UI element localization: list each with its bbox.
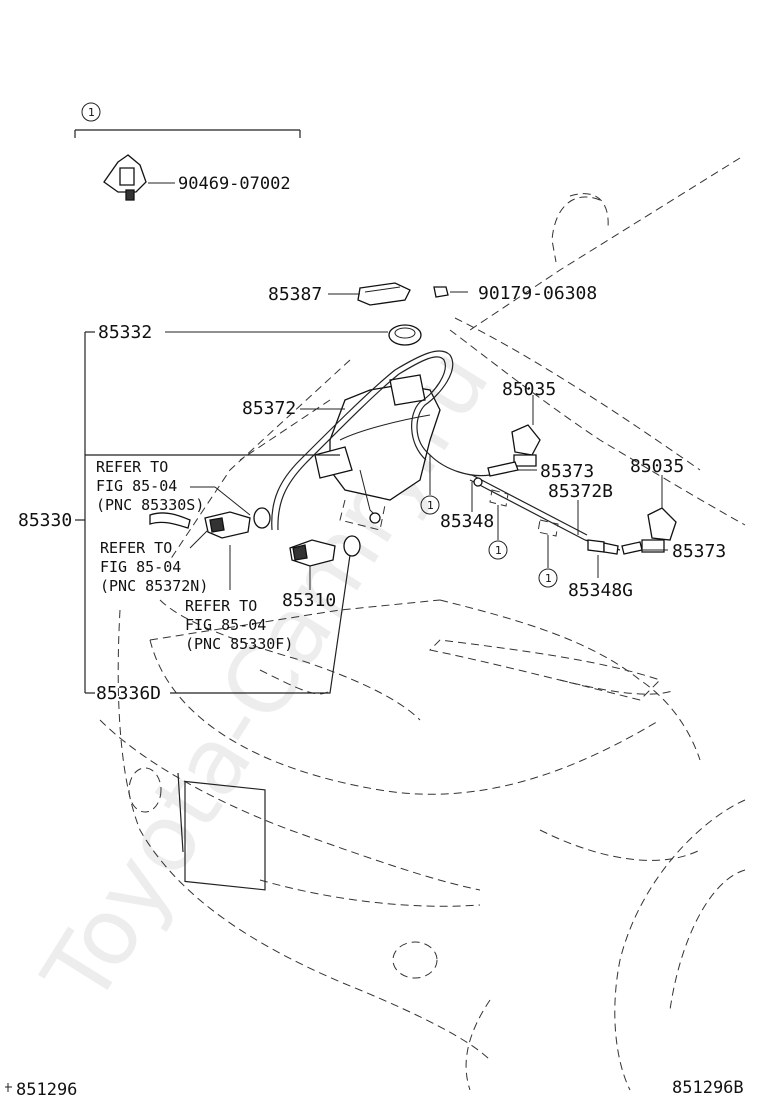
- label-85372: 85372: [242, 398, 296, 419]
- nozzle-85035-b-icon: [641, 507, 677, 553]
- connector-85373-b-icon: [621, 541, 643, 555]
- label-85310: 85310: [282, 590, 336, 611]
- label-85373-b: 85373: [672, 541, 726, 562]
- svg-text:REFER TO: REFER TO: [96, 458, 168, 476]
- hose-85372-icon: [271, 350, 491, 531]
- footer-figure-ref: 851296B: [672, 1078, 744, 1098]
- hose-85372b-icon: [469, 474, 621, 555]
- refer-note-85372n: REFER TO FIG 85-04 (PNC 85372N): [100, 529, 208, 595]
- label-85332: 85332: [98, 322, 152, 343]
- label-85348: 85348: [440, 511, 494, 532]
- cap-85332-icon: [388, 324, 422, 346]
- label-85373-a: 85373: [540, 461, 594, 482]
- refer-note-85330f: REFER TO FIG 85-04 (PNC 85330F): [185, 597, 293, 653]
- watermark: Toyota-Camry.ru: [22, 331, 510, 1023]
- washer-tank-icon: [314, 374, 441, 531]
- pump-upper-icon: [204, 507, 271, 539]
- footer-figure-code: 851296: [16, 1080, 77, 1100]
- pump-85310-icon: [289, 535, 361, 567]
- bracket-85387-icon: [357, 282, 411, 306]
- svg-text:(PNC 85372N): (PNC 85372N): [100, 577, 208, 595]
- svg-text:(PNC 85330F): (PNC 85330F): [185, 635, 293, 653]
- connector-85373-a-icon: [487, 461, 519, 477]
- nut-90179-icon: [433, 286, 449, 298]
- clip-marker: 1: [88, 106, 95, 119]
- label-85330: 85330: [18, 510, 72, 531]
- svg-text:(PNC 85330S): (PNC 85330S): [96, 496, 204, 514]
- clip-icon: [103, 154, 147, 201]
- hose-lower-icon: [149, 512, 191, 529]
- label-85372b: 85372B: [548, 481, 613, 502]
- marker-1-a: 1: [420, 455, 440, 515]
- refer-note-85330s: REFER TO FIG 85-04 (PNC 85330S): [96, 458, 251, 516]
- svg-text:FIG 85-04: FIG 85-04: [96, 477, 177, 495]
- label-85336d: 85336D: [96, 683, 161, 704]
- svg-text:1: 1: [427, 499, 434, 512]
- label-85035-b: 85035: [630, 456, 684, 477]
- svg-text:FIG 85-04: FIG 85-04: [100, 558, 181, 576]
- label-85387: 85387: [268, 284, 322, 305]
- marker-1-b: 1: [488, 489, 509, 560]
- svg-text:REFER TO: REFER TO: [100, 539, 172, 557]
- nozzle-85035-a-icon: [511, 424, 541, 467]
- label-85035-a: 85035: [502, 379, 556, 400]
- bracket-85330-lines: [75, 331, 351, 694]
- svg-text:FIG 85-04: FIG 85-04: [185, 616, 266, 634]
- svg-text:REFER TO: REFER TO: [185, 597, 257, 615]
- label-90179-06308: 90179-06308: [478, 283, 597, 304]
- clip-inset: 1 90469-07002: [74, 102, 301, 201]
- svg-text:1: 1: [495, 544, 502, 557]
- label-85348g: 85348G: [568, 580, 633, 601]
- marker-1-c: 1: [537, 519, 559, 588]
- car-body-outline: [99, 157, 746, 1091]
- clip-part-number: 90469-07002: [178, 174, 291, 194]
- svg-text:1: 1: [545, 572, 552, 585]
